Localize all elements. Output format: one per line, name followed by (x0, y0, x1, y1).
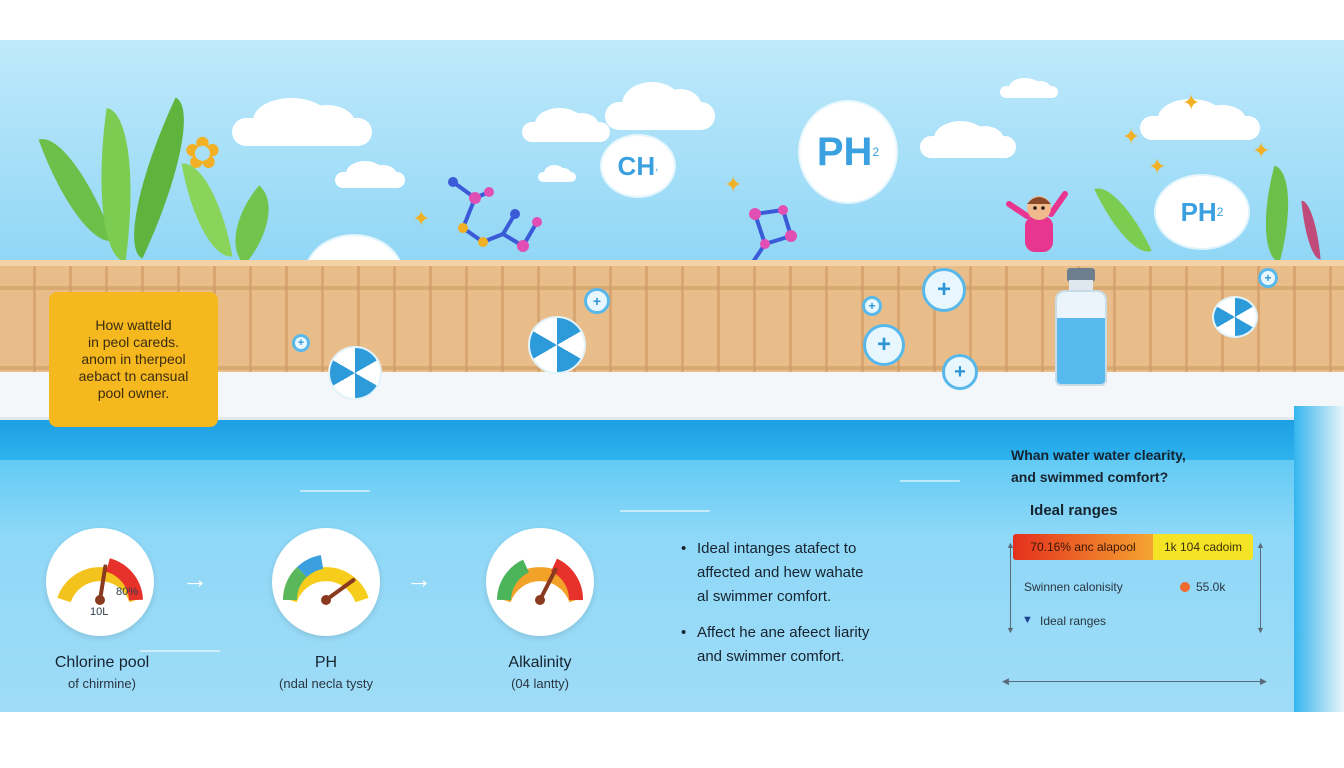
plus-bubble-icon: + (1258, 268, 1278, 288)
molecule-icon (448, 177, 542, 252)
plus-bubble-icon: + (863, 324, 905, 366)
bullet-item: • Ideal intanges atafect to affected and… (681, 540, 864, 605)
callout-text: How watteld in peol careds. anom in ther… (78, 317, 189, 401)
ph-subtitle: (ndal necla tysty (279, 676, 373, 691)
ph-label: PH (1180, 196, 1217, 227)
ph-title: PH (314, 654, 338, 671)
cloud (1140, 99, 1260, 140)
plus-bubble-icon: + (922, 268, 966, 312)
chlorine-subtitle: of chirmine) (68, 676, 136, 691)
cloud (538, 165, 576, 182)
pool-water (0, 420, 1344, 712)
kid-character (1006, 191, 1068, 252)
chlorine-reading-top: 80% (116, 586, 139, 598)
alkalinity-gauge (486, 528, 594, 636)
panel-axis-right (1260, 546, 1261, 632)
chlorine-gauge: 80% 10L (46, 528, 154, 636)
ranges-title: Ideal ranges (1030, 502, 1118, 519)
star-icon: ✦ (724, 172, 743, 197)
legend-label: Ideal ranges (1040, 614, 1107, 628)
panel-axis-bottom (1006, 681, 1264, 682)
gauge-dial (282, 555, 369, 605)
cloud (335, 160, 405, 188)
chlorine-title: Chlorine pool (54, 654, 150, 671)
cloud (522, 108, 610, 142)
cloud (605, 82, 715, 130)
flower-icon: ✿ (184, 129, 221, 178)
chlorine-reading-bottom: 10L (90, 606, 109, 618)
swim-label: Swinnen calonisity (1024, 580, 1123, 594)
alkalinity-subtitle: (04 lantty) (511, 676, 569, 691)
arrow-icon: → (182, 564, 208, 594)
gauge-dial (57, 558, 143, 605)
swim-value: 55.0k (1196, 580, 1226, 594)
alkalinity-title: Alkalinity (508, 654, 572, 671)
pool-right-edge (1294, 406, 1344, 712)
swim-marker-icon (1180, 582, 1190, 592)
float-ring (1212, 296, 1258, 338)
beach-ball (528, 316, 586, 374)
legend-marker-icon: ▼ (1022, 614, 1033, 626)
molecule-icon (743, 205, 797, 274)
pool-tile-edge (0, 420, 1300, 460)
intro-callout: How watteld in peol careds. anom in ther… (49, 292, 218, 427)
range-bar-yellow: 1k 104 cadoim (1153, 534, 1253, 560)
panel-axis-left (1010, 546, 1011, 632)
ch-label: CH (617, 150, 656, 181)
star-icon: ✦ (1122, 124, 1141, 149)
range-bar-red: 70.16% anc alapool (1013, 534, 1153, 560)
star-icon: ✦ (1182, 90, 1201, 115)
plus-bubble-icon: + (942, 354, 978, 390)
star-icon: ✦ (1148, 154, 1167, 179)
range-bar: 70.16% anc alapool 1k 104 cadoim (1013, 534, 1253, 560)
star-icon: ✦ (412, 206, 431, 231)
ch-subscript: , (655, 159, 659, 173)
cloud (232, 98, 372, 146)
ph-subscript: 2 (1216, 205, 1224, 219)
pool-scene: ✿ ✦ ✦ ✦ ✦ ✦ ✦ PH2 CH, PH2 PH2 (0, 40, 1344, 712)
gauge-dial (497, 558, 583, 605)
plus-bubble-icon: + (292, 334, 310, 352)
arrow-icon: → (406, 564, 432, 594)
pool-deck (0, 372, 1344, 420)
ph-gauge (272, 528, 380, 636)
bullet-item: • Affect he ane afeect liarity and swimm… (681, 624, 870, 665)
chlorine-bottle (1055, 268, 1107, 386)
ch-bubble: CH, (602, 136, 674, 196)
plus-bubble-icon: + (862, 296, 882, 316)
plus-bubble-icon: + (584, 288, 610, 314)
beach-ball (328, 346, 382, 400)
cloud (920, 120, 1016, 158)
panel-question: Whan water water clearity, and swimmed c… (1011, 447, 1186, 485)
ph-label: PH (816, 129, 873, 174)
cloud (1000, 77, 1058, 98)
star-icon: ✦ (1252, 138, 1271, 163)
ph-subscript: 2 (872, 145, 880, 159)
